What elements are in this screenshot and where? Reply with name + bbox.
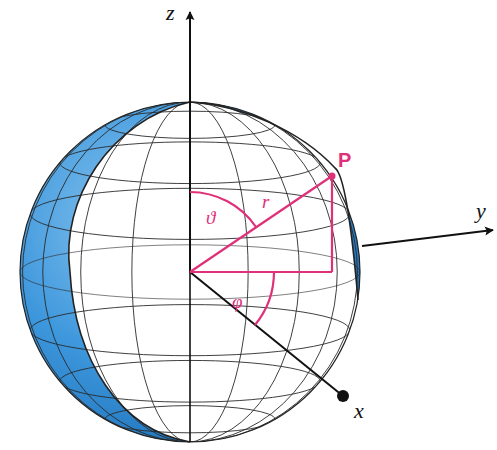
cut-edge-right — [190, 102, 358, 300]
axis-label: r — [262, 192, 269, 211]
axis-label: P — [338, 150, 351, 170]
z-axis — [189, 12, 191, 272]
x-axis-tip — [337, 390, 349, 402]
theta-arc — [190, 192, 256, 227]
coordinate-construction — [190, 176, 332, 325]
cut-edge-left — [69, 102, 190, 442]
point-p — [329, 173, 336, 180]
axis-label: z — [166, 2, 175, 24]
z-axis-inner — [189, 272, 191, 442]
axis-label: φ — [232, 292, 243, 311]
axis-label: ϑ — [206, 208, 215, 227]
x-axis — [190, 272, 343, 396]
axis-label: x — [354, 400, 364, 422]
height-line — [331, 176, 333, 272]
phi-arc — [255, 272, 274, 325]
y-axis — [362, 230, 493, 246]
cutaway-interior — [69, 102, 358, 442]
projection-line — [190, 271, 332, 273]
radius-line — [190, 176, 332, 272]
axis-label: y — [476, 200, 486, 222]
